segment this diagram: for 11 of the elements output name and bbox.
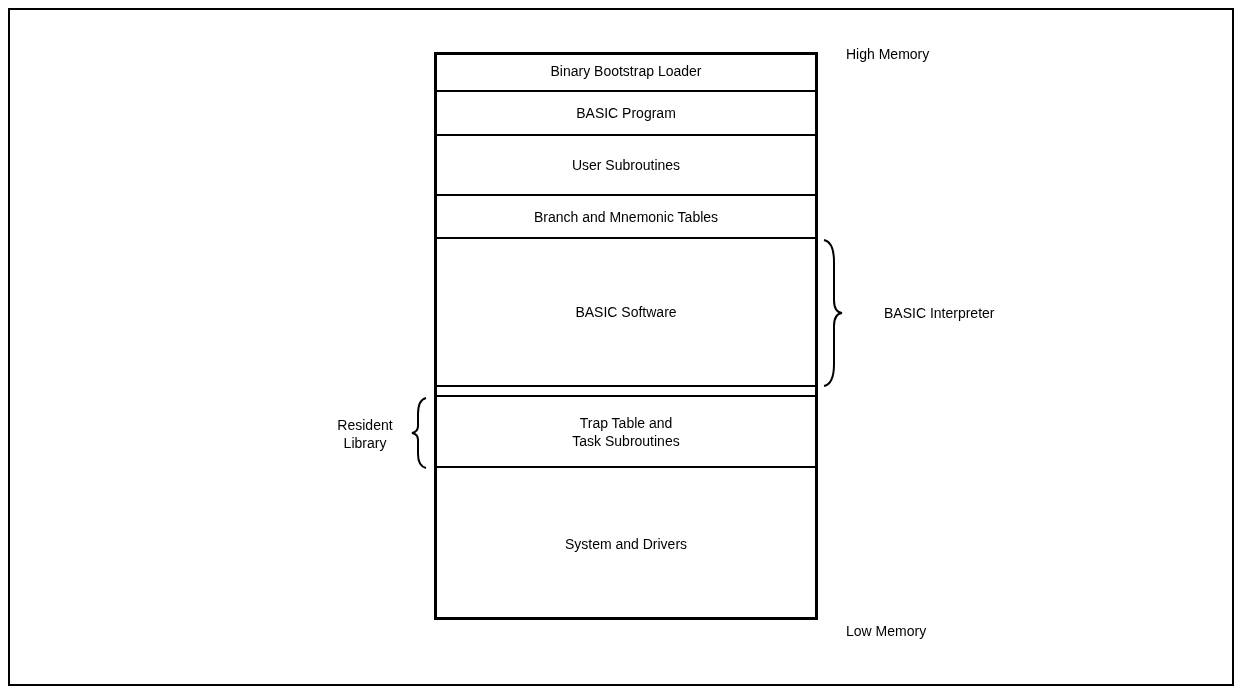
region-text: Trap Table and Task Subroutines — [571, 413, 681, 450]
region-text: Branch and Mnemonic Tables — [533, 207, 719, 226]
region-text: User Subroutines — [571, 156, 681, 174]
memory-label: Low Memory — [846, 622, 927, 641]
memory-label: High Memory — [846, 45, 930, 64]
group-label: Resident Library — [336, 416, 394, 452]
region-text: System and Drivers — [564, 535, 688, 553]
region-text: BASIC Program — [576, 104, 676, 122]
region-text: BASIC Software — [575, 303, 677, 321]
group-label: BASIC Interpreter — [884, 304, 995, 323]
region-text: Binary Bootstrap Loader — [550, 62, 702, 80]
